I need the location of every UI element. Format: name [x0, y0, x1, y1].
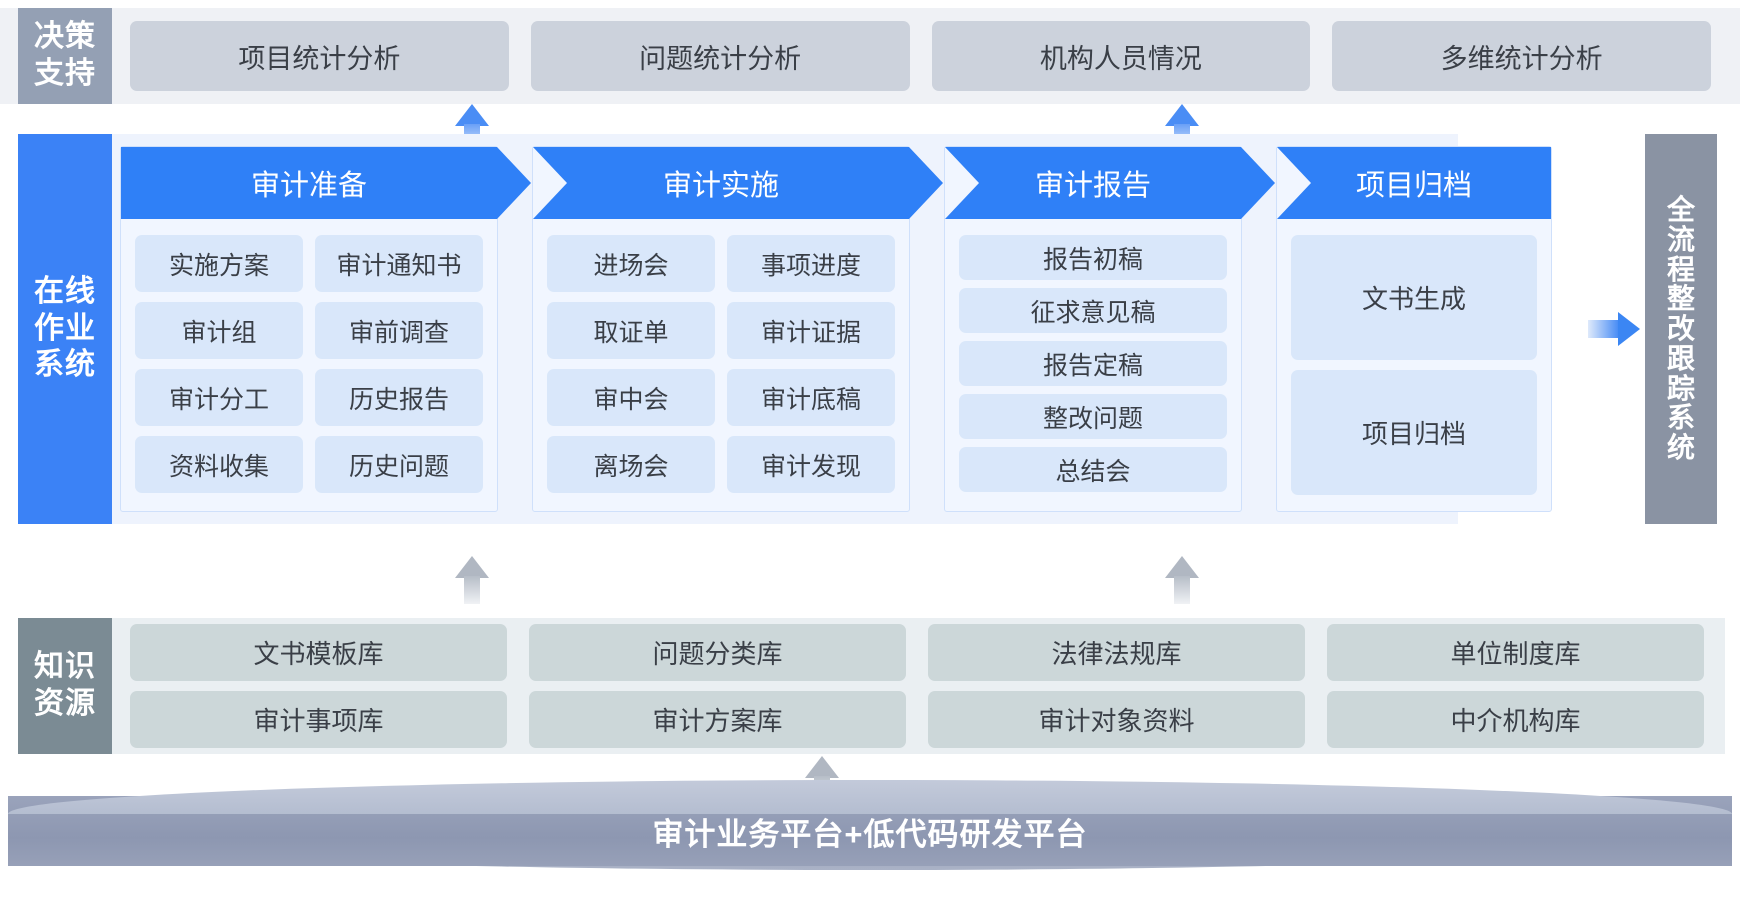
tile-audit-evidence[interactable]: 审计证据	[727, 302, 895, 359]
up-arrow-shaft	[464, 576, 480, 604]
up-arrow-icon	[455, 556, 489, 578]
up-arrow-shaft	[1174, 576, 1190, 604]
tile-final-report[interactable]: 报告定稿	[959, 341, 1227, 386]
tile-rectification-issues[interactable]: 整改问题	[959, 394, 1227, 439]
online-rail-line-1: 在线	[34, 275, 96, 309]
stage-header-audit-execution[interactable]: 审计实施	[533, 147, 943, 219]
stage-header-audit-report[interactable]: 审计报告	[945, 147, 1275, 219]
tile-data-collection[interactable]: 资料收集	[135, 436, 303, 493]
right-arrow-shaft	[1588, 320, 1618, 338]
tile-implementation-plan[interactable]: 实施方案	[135, 235, 303, 292]
tracking-rail-char-2: 流	[1666, 224, 1695, 256]
online-rail-line-3: 系统	[34, 348, 96, 382]
tracking-rail-char-3: 程	[1666, 253, 1695, 285]
stage-tiles-audit-report: 报告初稿 征求意见稿 报告定稿 整改问题 总结会	[945, 219, 1241, 508]
flow-arrow-up-knowledge-to-prepare	[455, 556, 489, 604]
decision-rail-line-1: 决策	[34, 20, 96, 54]
knowledge-card-list: 文书模板库 问题分类库 法律法规库 单位制度库 审计事项库 审计方案库 审计对象…	[130, 624, 1718, 748]
knowledge-card-audit-subject-data[interactable]: 审计对象资料	[928, 691, 1305, 748]
decision-card-multidim-stats[interactable]: 多维统计分析	[1332, 21, 1711, 91]
tracking-rail-char-1: 全	[1666, 194, 1695, 226]
stage-audit-report: 审计报告 报告初稿 征求意见稿 报告定稿 整改问题 总结会	[944, 146, 1275, 512]
tracking-rail-char-9: 统	[1666, 431, 1695, 463]
tracking-rail-char-8: 系	[1666, 402, 1695, 434]
stage-header-audit-preparation[interactable]: 审计准备	[121, 147, 531, 219]
tile-historical-issues[interactable]: 历史问题	[315, 436, 483, 493]
online-rail-line-2: 作业	[34, 311, 96, 345]
tracking-rail-char-5: 改	[1666, 313, 1695, 345]
tile-item-progress[interactable]: 事项进度	[727, 235, 895, 292]
knowledge-rail-line-2: 资源	[34, 687, 96, 720]
decision-card-org-personnel[interactable]: 机构人员情况	[931, 21, 1311, 91]
tracking-rail-char-6: 跟	[1666, 342, 1695, 374]
tile-audit-team[interactable]: 审计组	[135, 302, 303, 359]
knowledge-card-document-template[interactable]: 文书模板库	[130, 624, 507, 681]
knowledge-card-audit-items[interactable]: 审计事项库	[130, 691, 507, 748]
platform-label: 审计业务平台+低代码研发平台	[652, 816, 1088, 852]
tile-entry-meeting[interactable]: 进场会	[547, 235, 715, 292]
stage-tiles-project-archiving: 文书生成 项目归档	[1277, 219, 1551, 511]
knowledge-card-unit-policy[interactable]: 单位制度库	[1327, 624, 1704, 681]
tile-consultation-draft[interactable]: 征求意见稿	[959, 288, 1227, 333]
knowledge-card-intermediary-agency[interactable]: 中介机构库	[1327, 691, 1704, 748]
knowledge-rail-line-1: 知识	[34, 650, 96, 684]
stage-audit-execution: 审计实施 进场会 事项进度 取证单 审计证据 审中会 审计底稿 离场会 审计发现	[532, 146, 943, 512]
tile-mid-audit-meeting[interactable]: 审中会	[547, 369, 715, 426]
workflow-stage-area: 审计准备 实施方案 审计通知书 审计组 审前调查 审计分工 历史报告 资料收集 …	[120, 140, 1552, 518]
tracking-rail-char-7: 踪	[1666, 372, 1695, 404]
right-arrow-icon	[1618, 312, 1640, 346]
decision-card-issue-stats[interactable]: 问题统计分析	[530, 21, 910, 91]
knowledge-card-laws-regulations[interactable]: 法律法规库	[928, 624, 1305, 681]
tile-pre-audit-survey[interactable]: 审前调查	[315, 302, 483, 359]
tile-audit-division[interactable]: 审计分工	[135, 369, 303, 426]
tile-audit-findings[interactable]: 审计发现	[727, 436, 895, 493]
foundation-platform: 审计业务平台+低代码研发平台	[0, 780, 1740, 892]
online-operation-rail: 在线 作业 系统	[18, 134, 112, 524]
up-arrow-icon	[805, 756, 839, 778]
knowledge-resource-rail: 知识 资源	[18, 618, 112, 754]
stage-header-project-archiving[interactable]: 项目归档	[1277, 147, 1551, 219]
stage-tiles-audit-preparation: 实施方案 审计通知书 审计组 审前调查 审计分工 历史报告 资料收集 历史问题	[121, 219, 497, 509]
stage-title: 审计准备	[250, 170, 367, 202]
knowledge-card-issue-category[interactable]: 问题分类库	[529, 624, 906, 681]
tile-audit-notice[interactable]: 审计通知书	[315, 235, 483, 292]
decision-rail-line-2: 支持	[34, 57, 96, 90]
decision-support-rail: 决策 支持	[18, 8, 112, 104]
flow-arrow-up-knowledge-to-report	[1165, 556, 1199, 604]
tile-evidence-form[interactable]: 取证单	[547, 302, 715, 359]
tile-exit-meeting[interactable]: 离场会	[547, 436, 715, 493]
decision-card-project-stats[interactable]: 项目统计分析	[130, 21, 509, 91]
stage-title: 审计实施	[662, 170, 779, 202]
flow-arrow-right-to-tracking	[1588, 312, 1640, 346]
stage-title: 审计报告	[1034, 170, 1151, 202]
stage-project-archiving: 项目归档 文书生成 项目归档	[1276, 146, 1552, 512]
tile-historical-report[interactable]: 历史报告	[315, 369, 483, 426]
tracking-system-rail: 全 流 程 整 改 跟 踪 系 统	[1645, 134, 1717, 524]
tracking-rail-char-4: 整	[1666, 283, 1695, 315]
stage-audit-preparation: 审计准备 实施方案 审计通知书 审计组 审前调查 审计分工 历史报告 资料收集 …	[120, 146, 531, 512]
decision-card-list: 项目统计分析 问题统计分析 机构人员情况 多维统计分析	[130, 8, 1725, 104]
up-arrow-icon	[1165, 556, 1199, 578]
up-arrow-icon	[455, 104, 489, 126]
stage-tiles-audit-execution: 进场会 事项进度 取证单 审计证据 审中会 审计底稿 离场会 审计发现	[533, 219, 909, 509]
up-arrow-icon	[1165, 104, 1199, 126]
tile-document-generation[interactable]: 文书生成	[1291, 235, 1537, 360]
tile-project-archive[interactable]: 项目归档	[1291, 370, 1537, 495]
tile-draft-report[interactable]: 报告初稿	[959, 235, 1227, 280]
tile-summary-meeting[interactable]: 总结会	[959, 447, 1227, 492]
stage-title: 项目归档	[1355, 170, 1472, 202]
tile-audit-working-paper[interactable]: 审计底稿	[727, 369, 895, 426]
knowledge-card-audit-plan[interactable]: 审计方案库	[529, 691, 906, 748]
